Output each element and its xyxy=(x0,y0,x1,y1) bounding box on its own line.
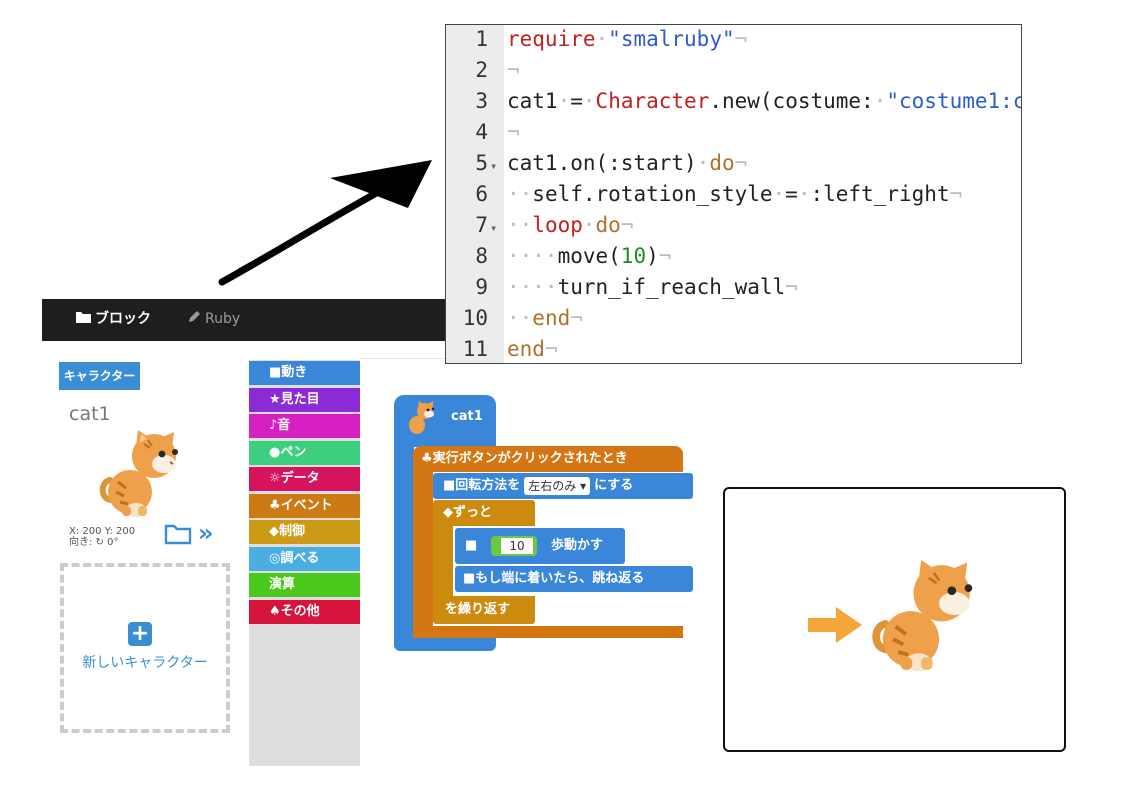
workspace-divider xyxy=(360,358,450,359)
tab-blocks-label: ブロック xyxy=(95,311,151,327)
code-line-1: require·"smalruby"¬ xyxy=(507,27,748,51)
line-number: 10 xyxy=(462,306,488,330)
when-run-clicked-block[interactable]: ♣実行ボタンがクリックされたとき xyxy=(413,446,683,472)
category-7[interactable]: ◎調べる xyxy=(249,546,360,571)
tab-ruby-label: Ruby xyxy=(205,311,241,327)
line-number: 8 xyxy=(475,244,488,268)
character-direction: 向き: ↻ 0° xyxy=(69,537,119,548)
code-line-7: ··loop·do¬ xyxy=(507,213,634,237)
line-number: 9 xyxy=(475,275,488,299)
move-label: 歩動かす xyxy=(551,538,604,553)
line-number: 11 xyxy=(462,337,488,361)
category-1[interactable]: ★見た目 xyxy=(249,387,360,412)
character-xy: X: 200 Y: 200 xyxy=(69,526,136,537)
rotation-style-dropdown[interactable]: 左右のみ ▾ xyxy=(524,476,591,495)
rotation-suffix: にする xyxy=(594,478,634,493)
character-hat-label: cat1 xyxy=(451,409,483,424)
tab-blocks[interactable]: ブロック xyxy=(76,299,151,341)
line-number: 5 xyxy=(475,151,488,175)
editor-nav-bar: ブロック Ruby xyxy=(42,299,462,341)
line-number: 3 xyxy=(475,89,488,113)
line-number: 7 xyxy=(475,213,488,237)
forever-block[interactable]: ◆ずっと xyxy=(433,500,535,526)
open-folder-icon[interactable] xyxy=(164,523,192,549)
fold-marker-icon[interactable]: ▾ xyxy=(490,221,498,235)
event-block-foot xyxy=(413,626,683,638)
line-number: 1 xyxy=(475,27,488,51)
character-name: cat1 xyxy=(69,403,111,425)
cat-mini-icon xyxy=(406,401,436,439)
bounce-if-on-edge-block[interactable]: ■もし端に着いたら、跳ね返る xyxy=(455,566,693,592)
category-4[interactable]: ☼データ xyxy=(249,467,360,491)
line-number: 6 xyxy=(475,182,488,206)
category-3[interactable]: ●ペン xyxy=(249,440,360,465)
code-line-8: ····move(10)¬ xyxy=(507,244,672,268)
category-6[interactable]: ◆制御 xyxy=(249,520,360,544)
forever-block-end: を繰り返す xyxy=(433,596,535,624)
tab-ruby[interactable]: Ruby xyxy=(188,299,240,341)
move-prefix: ■ xyxy=(465,538,478,553)
character-badge[interactable]: キャラクター xyxy=(59,362,140,390)
cat-character-thumbnail[interactable] xyxy=(98,430,184,524)
move-steps-input[interactable]: 10 xyxy=(501,538,533,554)
fold-marker-icon[interactable]: ▾ xyxy=(490,159,498,173)
rotation-prefix: ■回転方法を xyxy=(443,478,521,493)
arrow-right-icon xyxy=(806,605,864,649)
forever-block-spine xyxy=(433,524,453,598)
pencil-icon xyxy=(188,299,201,339)
event-block-spine xyxy=(413,470,433,638)
cat-sprite[interactable] xyxy=(870,560,980,679)
character-block-spine xyxy=(394,445,414,649)
category-8[interactable]: 演算 xyxy=(249,573,360,597)
plus-icon[interactable]: + xyxy=(128,622,152,646)
character-hat-block[interactable]: cat1 xyxy=(394,395,496,447)
code-line-11: end¬ xyxy=(507,337,558,361)
expand-chevron-icon[interactable]: » xyxy=(198,519,214,547)
code-line-9: ····turn_if_reach_wall¬ xyxy=(507,275,798,299)
big-arrow-icon xyxy=(210,150,440,294)
code-line-4: ¬ xyxy=(507,120,520,144)
folder-icon xyxy=(76,299,91,339)
character-position-readout: X: 200 Y: 200 向き: ↻ 0° xyxy=(69,526,135,548)
code-line-10: ··end¬ xyxy=(507,306,583,330)
move-steps-block[interactable]: ■ 10 歩動かす xyxy=(455,528,625,564)
category-5[interactable]: ♣イベント xyxy=(249,493,360,518)
new-character-label[interactable]: 新しいキャラクター xyxy=(82,655,208,671)
line-number: 4 xyxy=(475,120,488,144)
category-0[interactable]: ■動き xyxy=(249,361,360,385)
line-number: 2 xyxy=(475,58,488,82)
character-block-foot xyxy=(394,637,496,651)
code-line-3: cat1·=·Character.new(costume:·"costume1:… xyxy=(507,89,1021,113)
editor-gutter xyxy=(446,25,504,363)
category-2[interactable]: ♪音 xyxy=(249,414,360,438)
new-character-dropzone[interactable] xyxy=(60,563,230,733)
code-line-6: ··self.rotation_style·=·:left_right¬ xyxy=(507,182,963,206)
category-9[interactable]: ♠その他 xyxy=(249,599,360,624)
set-rotation-style-block[interactable]: ■回転方法を左右のみ ▾にする xyxy=(433,473,693,499)
code-line-5: cat1.on(:start)·do¬ xyxy=(507,151,748,175)
move-steps-slot: 10 xyxy=(491,536,537,556)
code-line-2: ¬ xyxy=(507,58,520,82)
